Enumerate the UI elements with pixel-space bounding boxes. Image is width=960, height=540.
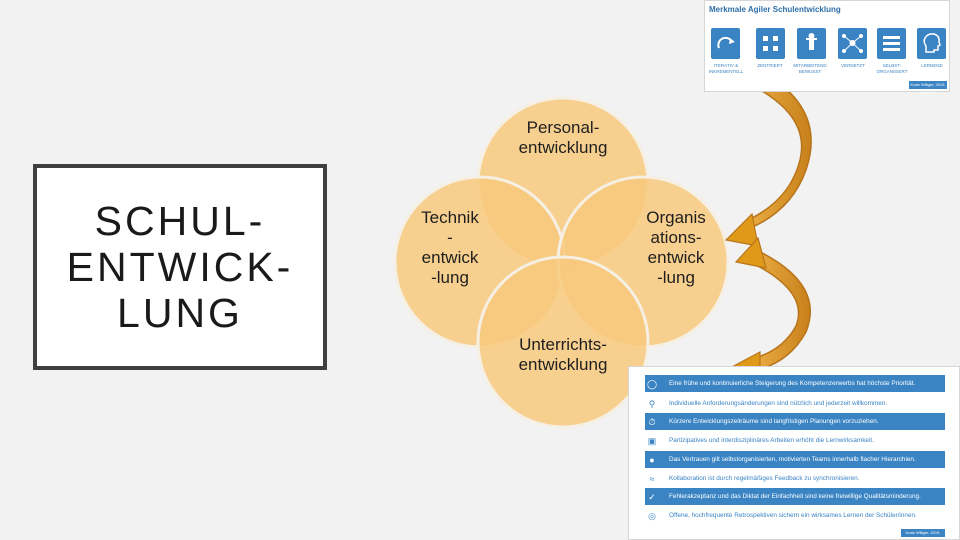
- group-icon: ●: [649, 454, 655, 465]
- timer-icon: ⏱: [648, 416, 656, 427]
- arrowhead-mid: [734, 236, 767, 269]
- principle-row: ⚲ Individuelle Anforderungsänderungen si…: [645, 395, 945, 412]
- tile-label: VERNETZT: [841, 63, 865, 68]
- principle-text: Individuelle Anforderungsänderungen sind…: [669, 400, 888, 407]
- cycle-icon: [711, 28, 740, 59]
- curved-arrow-bottom: [742, 247, 811, 373]
- principle-row: ◯ Eine frühe und kontinuierliche Steiger…: [645, 375, 945, 392]
- person-icon: [797, 28, 826, 59]
- agile-principles-card: ◯ Eine frühe und kontinuierliche Steiger…: [628, 366, 960, 540]
- card-footer: Kratz Wiltger, 2019, 13:37:42: [909, 81, 947, 95]
- principle-text: Eine frühe und kontinuierliche Steigerun…: [669, 380, 916, 387]
- tile-label: MITARBEITEND BEWUSST: [793, 63, 827, 74]
- label-technik: Technik - entwick -lung: [421, 208, 479, 287]
- tile-label: ZENTRIERT: [757, 63, 783, 68]
- principle-text: Das Vertrauen gilt selbstorganisierten, …: [669, 456, 916, 463]
- tile-label: SELBST- ORGANISIERT: [876, 63, 908, 74]
- team-icon: ▣: [647, 435, 657, 446]
- title-box: SCHUL- ENTWICK- LUNG: [33, 164, 327, 370]
- agile-features-card: Merkmale Agiler Schulentwicklung ITERATI…: [704, 0, 950, 95]
- arrowhead-top: [724, 212, 759, 247]
- label-personal: Personal- entwicklung: [518, 118, 608, 157]
- tile-label: LERNEND: [921, 63, 943, 68]
- principle-row: ≈ Kollaboration ist durch regelmäßiges F…: [645, 470, 945, 487]
- tile-label: ITERATIV & INKREMENTELL: [708, 63, 744, 74]
- label-organisation: Organis ations- entwick -lung: [646, 208, 706, 287]
- principle-text: Offene, hochfrequente Retrospektiven sic…: [669, 512, 917, 519]
- network-icon: [838, 28, 867, 59]
- slide-title: SCHUL- ENTWICK- LUNG: [66, 198, 294, 336]
- target-icon: ◎: [648, 510, 656, 521]
- agile-features-title: Merkmale Agiler Schulentwicklung: [709, 5, 841, 14]
- principle-row: ⏱ Kürzere Entwicklungszeiträume sind lan…: [645, 413, 945, 430]
- circle-unterricht: [476, 255, 650, 429]
- award-icon: ◯: [646, 378, 658, 389]
- card-footer: Kratz Wiltger, 2019, 13:37:42: [901, 529, 945, 539]
- label-unterricht: Unterrichts- entwicklung: [518, 335, 608, 374]
- principle-text: Fehlerakzeptanz und das Diktat der Einfa…: [669, 493, 921, 500]
- pin-icon: ⚲: [648, 398, 656, 409]
- grid-icon: [756, 28, 785, 59]
- principle-row: ● Das Vertrauen gilt selbstorganisierten…: [645, 451, 945, 468]
- petal-circles: [393, 96, 730, 429]
- principle-text: Kürzere Entwicklungszeiträume sind langf…: [669, 418, 879, 425]
- head-icon: [917, 28, 946, 59]
- check-icon: ✓: [648, 491, 656, 502]
- principle-row: ▣ Partizipatives und interdisziplinäres …: [645, 432, 945, 449]
- list-icon: [877, 28, 906, 59]
- handshake-icon: ≈: [649, 473, 655, 484]
- principle-text: Kollaboration ist durch regelmäßiges Fee…: [669, 475, 860, 482]
- principle-row: ◎ Offene, hochfrequente Retrospektiven s…: [645, 507, 945, 524]
- principle-text: Partizipatives und interdisziplinäres Ar…: [669, 437, 874, 444]
- principle-row: ✓ Fehlerakzeptanz und das Diktat der Ein…: [645, 488, 945, 505]
